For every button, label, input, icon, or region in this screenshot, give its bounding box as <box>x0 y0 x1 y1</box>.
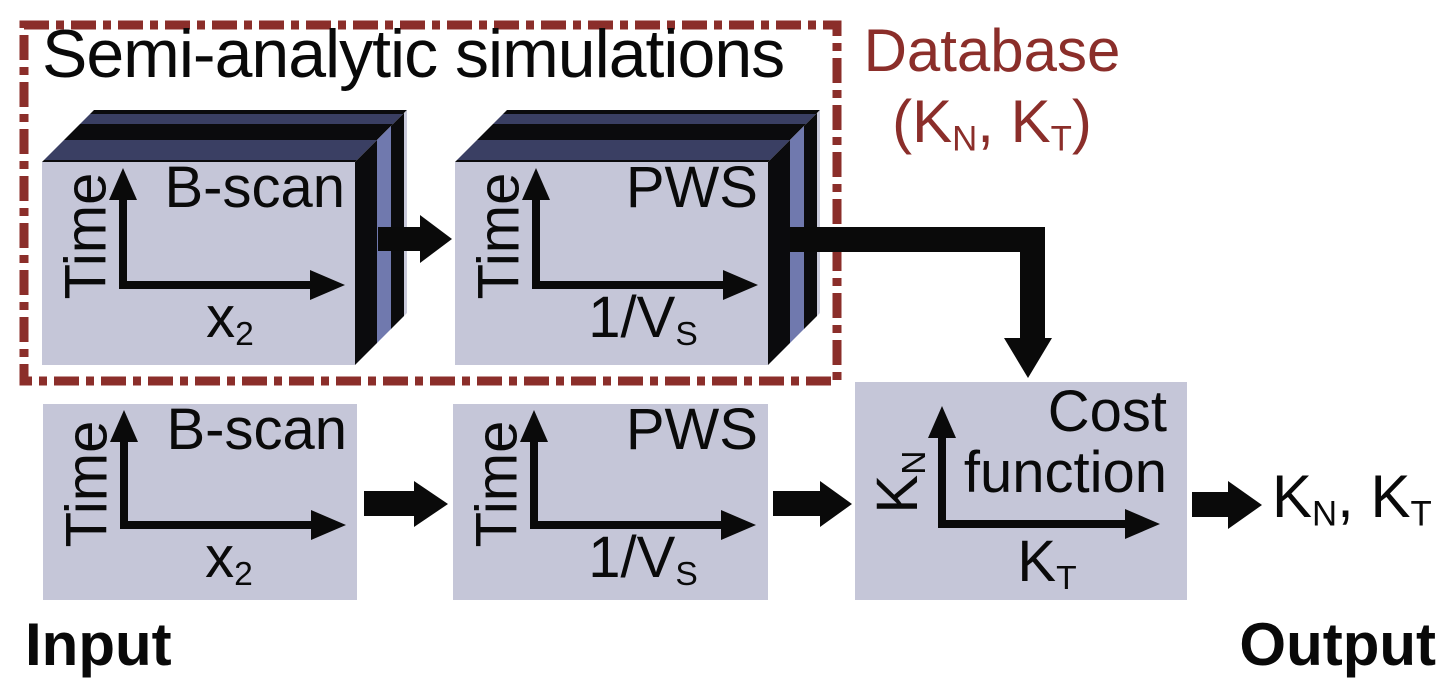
x-axis-arrowhead <box>311 510 346 540</box>
stack-band <box>64 124 393 140</box>
y-axis-label: Time <box>53 172 119 300</box>
stack-band <box>457 140 790 160</box>
database-dashed-frame <box>19 20 842 386</box>
x-axis-label: KT <box>1017 529 1077 598</box>
axes <box>928 406 1160 539</box>
stack-band <box>391 113 404 329</box>
stack-band <box>90 110 407 114</box>
input-label: Input <box>25 611 172 678</box>
panel-cost-function: KN Cost function KT <box>855 379 1187 600</box>
y-axis-label: Time <box>464 420 530 548</box>
panel-sim-bscan: Time B-scan x2 <box>42 157 355 365</box>
y-axis-label: Time <box>466 172 532 300</box>
stack-band <box>42 160 357 162</box>
axes <box>520 410 756 540</box>
stack-band <box>44 140 377 160</box>
database-name: Database <box>863 17 1121 84</box>
y-axis-arrowhead <box>520 410 548 442</box>
stack-band <box>455 160 770 162</box>
sim-pws-stack-side-face <box>768 110 820 365</box>
panel-title: PWS <box>625 155 758 220</box>
panel-title: PWS <box>625 397 758 462</box>
semi-analytic-title: Semi-analytic simulations <box>42 16 785 92</box>
stack-band <box>355 140 377 365</box>
panel-title: Cost function <box>963 379 1167 505</box>
x-axis-arrowhead <box>310 270 345 300</box>
y-axis-arrowhead <box>928 406 956 438</box>
x-axis-arrowhead <box>721 510 756 540</box>
stack-band <box>493 114 816 124</box>
sim-bscan-stack-top-face <box>42 110 407 162</box>
x-axis-arrowhead <box>723 270 758 300</box>
output-value: KN, KT <box>1272 463 1432 534</box>
panel-input-pws: Time PWS 1/VS <box>453 399 768 600</box>
stack-band <box>404 110 407 316</box>
arrow-input-pws-to-cost <box>773 481 852 527</box>
database-label: Database (KN, KT) <box>832 16 1152 159</box>
y-axis-arrowhead <box>522 168 550 200</box>
stack-band <box>80 114 403 124</box>
arrow-cost-to-output <box>1192 481 1262 529</box>
x-axis-arrowhead <box>1125 509 1160 539</box>
output-label: Output <box>1239 611 1436 678</box>
x-axis-label: x2 <box>206 285 254 354</box>
sim-pws-stack-top-face <box>455 110 820 162</box>
y-axis-arrowhead <box>109 168 137 200</box>
axes <box>110 410 346 540</box>
stack-band <box>817 110 820 316</box>
stack-band <box>804 113 817 329</box>
x-axis-label: 1/VS <box>588 285 698 354</box>
stack-band <box>477 124 806 140</box>
x-axis-label: x2 <box>205 525 253 594</box>
x-axis-label: 1/VS <box>588 525 698 594</box>
arrow-database-to-cost <box>790 227 1052 378</box>
panel-title: B-scan <box>166 397 347 462</box>
sim-bscan-stack-side-face <box>355 110 407 365</box>
stack-band <box>503 110 820 114</box>
panel-sim-pws: Time PWS 1/VS <box>455 157 768 365</box>
y-axis-arrowhead <box>110 410 138 442</box>
y-axis-label: Time <box>54 420 120 548</box>
panel-input-bscan: Time B-scan x2 <box>43 399 357 600</box>
arrow-sim-bscan-to-pws <box>378 215 452 263</box>
database-params: (KN, KT) <box>892 87 1092 159</box>
stack-band <box>768 140 790 365</box>
panel-title: B-scan <box>164 155 345 220</box>
axes <box>522 168 758 300</box>
axes <box>109 168 345 300</box>
arrow-input-bscan-to-pws <box>364 481 448 527</box>
y-axis-label: KN <box>864 450 934 514</box>
